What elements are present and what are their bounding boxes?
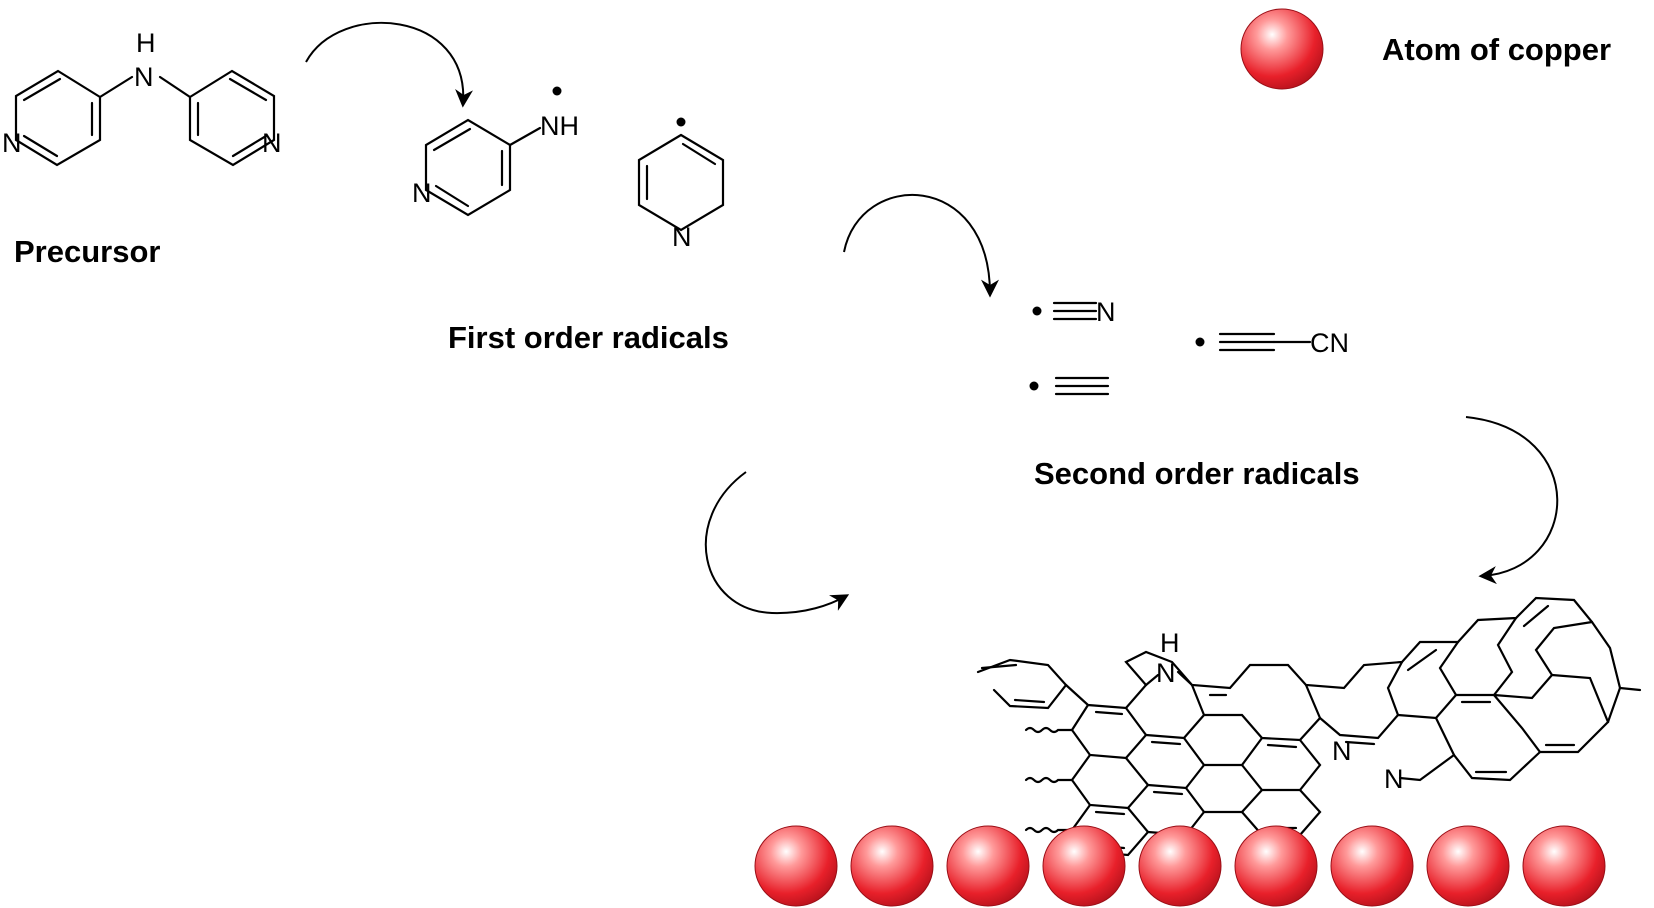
graphene-pyridinic-n: N xyxy=(1384,764,1404,794)
precursor-left-n: N xyxy=(2,128,22,158)
copper-atom xyxy=(850,825,934,907)
copper-atom xyxy=(754,825,838,907)
arrow-4 xyxy=(704,471,850,615)
n-doped-graphene: H N N N xyxy=(976,596,1642,857)
graphene-graphitic-n: N xyxy=(1332,736,1352,766)
copper-atom xyxy=(1330,825,1414,907)
ethynyl-radical xyxy=(1029,376,1110,396)
pyridyl-radical: N xyxy=(637,117,725,252)
cyano-n: N xyxy=(1096,297,1116,327)
copper-atom xyxy=(1234,825,1318,907)
second-order-label: Second order radicals xyxy=(1034,456,1360,491)
precursor-label: Precursor xyxy=(14,234,160,269)
pyridyl-n: N xyxy=(672,222,692,252)
radical-ring-n: N xyxy=(412,178,432,208)
precursor-molecule: H N N N xyxy=(2,28,282,167)
copper-atom xyxy=(1042,825,1126,907)
graphene-pyrrolic-h: H xyxy=(1160,628,1180,658)
arrow-3 xyxy=(1465,416,1559,585)
copper-atom xyxy=(946,825,1030,907)
copper-substrate xyxy=(754,825,1606,907)
arrow-1 xyxy=(305,22,474,108)
first-order-label: First order radicals xyxy=(448,320,729,355)
cyanoethynyl-cn: CN xyxy=(1310,328,1349,358)
arrow-2 xyxy=(843,194,999,298)
legend: Atom of copper xyxy=(1240,8,1611,90)
legend-label: Atom of copper xyxy=(1382,32,1611,67)
aminopyridyl-radical: NH N xyxy=(412,86,579,217)
copper-atom xyxy=(1426,825,1510,907)
copper-atom xyxy=(1138,825,1222,907)
copper-atom xyxy=(1522,825,1606,907)
cyano-radical: N xyxy=(1032,297,1116,327)
precursor-right-n: N xyxy=(262,128,282,158)
legend-copper-atom xyxy=(1240,8,1324,90)
graphene-pyrrolic-n: N xyxy=(1156,658,1176,688)
cyanoethynyl-radical: CN xyxy=(1195,328,1349,358)
precursor-nh-n: N xyxy=(134,62,154,92)
precursor-nh-h: H xyxy=(136,28,156,58)
radical-nh: NH xyxy=(540,111,579,141)
